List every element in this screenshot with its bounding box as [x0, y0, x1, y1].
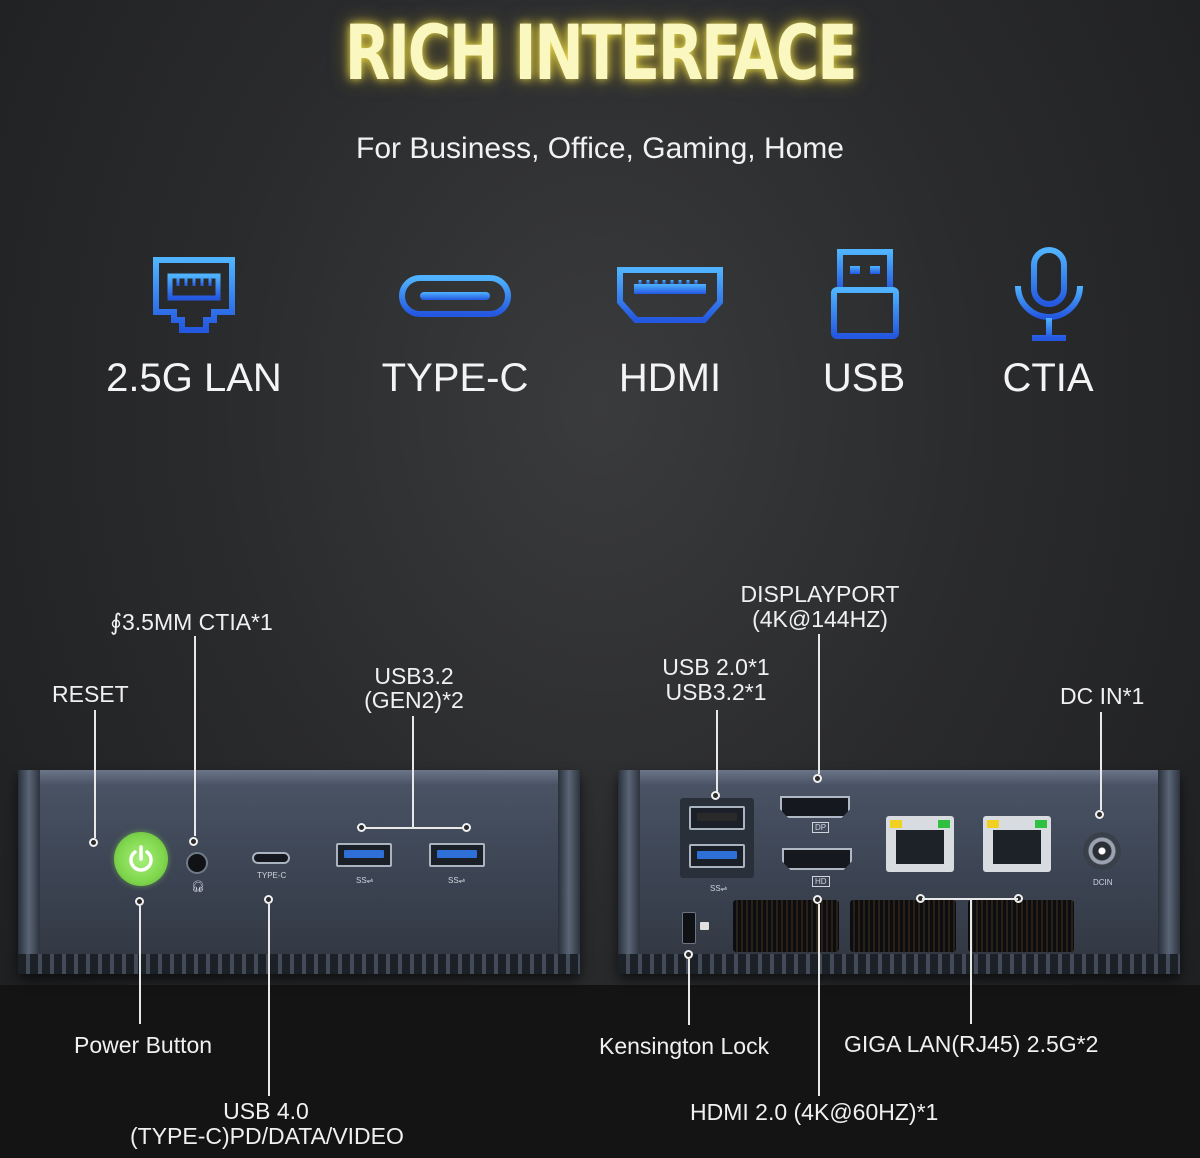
ss-mark-1: SS⇌	[356, 876, 374, 885]
ss-mark-3: SS⇌	[710, 884, 728, 893]
headphone-icon: 🎧︎	[191, 881, 205, 893]
callout-usb-line2: USB3.2*1	[665, 679, 767, 705]
usb32-port-1[interactable]	[336, 843, 392, 867]
icon-label-lan: 2.5G LAN	[106, 356, 282, 400]
dp-mark: DP	[812, 822, 830, 833]
callout-reset: RESET	[52, 681, 129, 707]
callout-dcin: DC IN*1	[1060, 683, 1145, 709]
vent-3	[968, 900, 1074, 952]
hdmi-port[interactable]	[782, 848, 852, 870]
icon-label-ctia: CTIA	[1002, 356, 1094, 400]
front-panel	[18, 770, 580, 974]
lan-port-2[interactable]	[983, 816, 1051, 872]
callout-power: Power Button	[74, 1032, 213, 1058]
displayport-port[interactable]	[780, 796, 850, 818]
hd-mark: HD	[812, 876, 830, 887]
callout-usb32-line2: (GEN2)*2	[364, 687, 464, 713]
microphone-icon	[1015, 247, 1083, 341]
kensington-slot[interactable]	[682, 912, 696, 944]
ethernet-icon	[153, 257, 235, 333]
icon-label-usb: USB	[822, 356, 906, 400]
callout-displayport-line1: DISPLAYPORT	[740, 581, 900, 607]
ss-mark-2: SS⇌	[448, 876, 466, 885]
usb4-typec-port[interactable]	[252, 852, 290, 864]
lan-port-1[interactable]	[886, 816, 954, 872]
usb32-port-2[interactable]	[429, 843, 485, 867]
page-title: RICH INTERFACE	[344, 8, 858, 97]
hdmi-icon	[617, 267, 723, 323]
usb-icon	[831, 249, 899, 339]
vent-1	[733, 900, 839, 952]
vent-2	[850, 900, 956, 952]
usb20-port[interactable]	[689, 806, 745, 830]
rear-usb32-port[interactable]	[689, 844, 745, 868]
power-icon	[129, 845, 153, 872]
typec-mark: TYPE-C	[257, 871, 287, 880]
icon-label-hdmi: HDMI	[618, 356, 722, 400]
callout-audio: ∮3.5MM CTIA*1	[110, 609, 273, 635]
audio-jack[interactable]	[186, 852, 208, 874]
dc-in-port[interactable]	[1083, 832, 1121, 870]
usb-c-icon	[399, 275, 511, 317]
lock-icon	[700, 922, 709, 930]
callout-usb32-line1: USB3.2	[374, 663, 454, 689]
callout-lan: GIGA LAN(RJ45) 2.5G*2	[844, 1031, 1099, 1057]
callout-usb4-line1: USB 4.0	[223, 1098, 309, 1124]
floor	[0, 985, 1200, 1158]
page-subtitle: For Business, Office, Gaming, Home	[356, 132, 844, 165]
callout-displayport-line2: (4K@144HZ)	[752, 606, 888, 632]
icon-label-typec: TYPE-C	[381, 356, 529, 400]
callout-usb-line1: USB 2.0*1	[662, 654, 770, 680]
callout-usb4-line2: (TYPE-C)PD/DATA/VIDEO	[130, 1123, 404, 1149]
dcin-mark: DCIN	[1093, 878, 1113, 887]
callout-kensington: Kensington Lock	[599, 1033, 770, 1059]
callout-hdmi: HDMI 2.0 (4K@60HZ)*1	[690, 1099, 939, 1125]
